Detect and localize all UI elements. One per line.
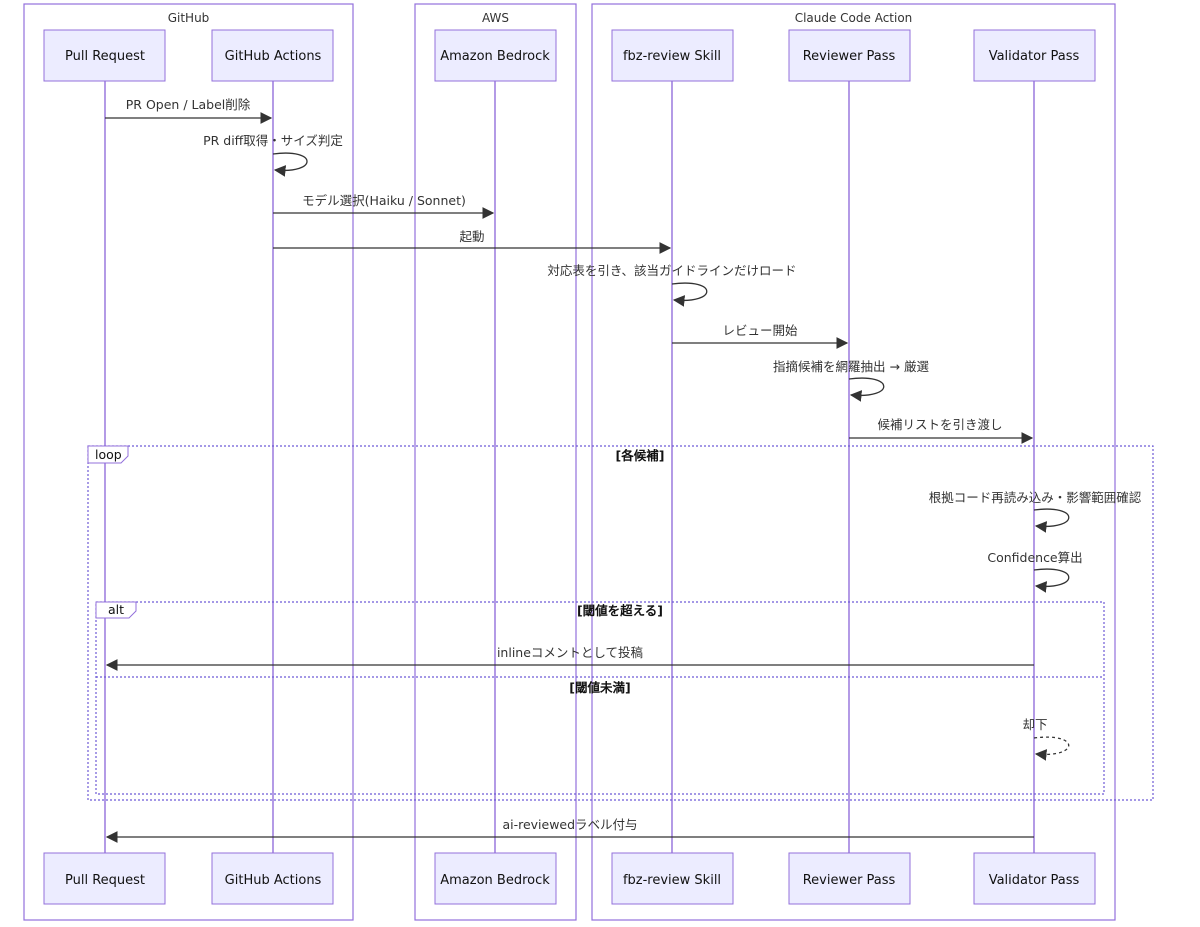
message-label: PR diff取得・サイズ判定	[203, 133, 343, 148]
group-label-claude-code-action: Claude Code Action	[795, 11, 913, 25]
message-9-self: 根拠コード再読み込み・影響範囲確認	[929, 490, 1142, 533]
message-5-self: 対応表を引き、該当ガイドラインだけロード	[547, 263, 797, 307]
message-7-self: 指摘候補を網羅抽出 → 厳選	[773, 359, 929, 402]
group-aws: AWS	[414, 3, 577, 921]
message-label: 候補リストを引き渡し	[877, 417, 1002, 432]
actor-label: Pull Request	[65, 49, 145, 64]
message-label: PR Open / Label削除	[126, 97, 251, 112]
actor-reviewer-pass: Reviewer Pass	[788, 29, 911, 82]
message-label: Confidence算出	[987, 550, 1082, 565]
actor-pull-request-bottom: Pull Request	[43, 852, 166, 905]
actor-label: Validator Pass	[989, 873, 1080, 888]
actor-label: Amazon Bedrock	[440, 873, 550, 888]
actor-github-actions-bottom: GitHub Actions	[211, 852, 334, 905]
message-arrow	[1033, 508, 1070, 533]
actors-bottom: Pull Request GitHub Actions Amazon Bedro…	[43, 852, 1096, 905]
message-label: 却下	[1022, 717, 1047, 732]
alt-frame-else-condition: [閾値未満]	[569, 680, 630, 695]
group-label-aws: AWS	[482, 11, 509, 25]
message-arrow	[1033, 568, 1070, 593]
actor-label: Reviewer Pass	[803, 873, 896, 888]
message-arrow	[272, 152, 308, 177]
actor-fbz-review-skill: fbz-review Skill	[611, 29, 734, 82]
alt-frame: alt [閾値を超える] [閾値未満]	[95, 601, 1105, 795]
message-label: 根拠コード再読み込み・影響範囲確認	[929, 490, 1142, 505]
lifelines	[104, 81, 1035, 853]
message-arrow	[671, 282, 708, 307]
message-1: PR Open / Label削除	[105, 97, 273, 124]
actor-amazon-bedrock-bottom: Amazon Bedrock	[434, 852, 557, 905]
group-label-github: GitHub	[168, 11, 210, 25]
actor-label: fbz-review Skill	[623, 873, 721, 888]
message-3: モデル選択(Haiku / Sonnet)	[273, 193, 495, 219]
message-label: 対応表を引き、該当ガイドラインだけロード	[547, 263, 796, 278]
actor-validator-pass-bottom: Validator Pass	[973, 852, 1096, 905]
message-8: 候補リストを引き渡し	[849, 417, 1034, 444]
message-4: 起動	[273, 229, 672, 254]
message-label: ai-reviewedラベル付与	[502, 817, 637, 832]
actor-label: GitHub Actions	[225, 873, 322, 888]
loop-frame-tag: loop	[95, 447, 122, 462]
actor-label: Amazon Bedrock	[440, 49, 550, 64]
message-label: 指摘候補を網羅抽出 → 厳選	[773, 359, 929, 374]
message-2-self: PR diff取得・サイズ判定	[203, 133, 343, 177]
alt-frame-condition: [閾値を超える]	[577, 603, 663, 618]
actor-pull-request: Pull Request	[43, 29, 166, 82]
actor-validator-pass: Validator Pass	[973, 29, 1096, 82]
actor-label: Validator Pass	[989, 49, 1080, 64]
actor-amazon-bedrock: Amazon Bedrock	[434, 29, 557, 82]
message-label: 起動	[459, 229, 484, 244]
message-label: レビュー開始	[722, 323, 798, 338]
actor-label: Reviewer Pass	[803, 49, 896, 64]
actor-fbz-review-skill-bottom: fbz-review Skill	[611, 852, 734, 905]
actor-label: Pull Request	[65, 873, 145, 888]
alt-frame-tag: alt	[108, 602, 124, 617]
message-label: inlineコメントとして投稿	[497, 645, 643, 660]
loop-frame-condition: [各候補]	[616, 448, 665, 463]
group-claude-code-action: Claude Code Action	[591, 3, 1116, 921]
group-github: GitHub	[23, 3, 354, 921]
message-arrow	[1033, 736, 1070, 761]
loop-frame: loop [各候補]	[87, 445, 1154, 801]
message-6: レビュー開始	[672, 323, 849, 349]
message-13: ai-reviewedラベル付与	[105, 817, 1034, 843]
message-12-self-dashed: 却下	[1022, 717, 1070, 761]
actor-github-actions: GitHub Actions	[211, 29, 334, 82]
message-10-self: Confidence算出	[987, 550, 1083, 593]
actors-top: Pull Request GitHub Actions Amazon Bedro…	[43, 29, 1096, 82]
actor-label: GitHub Actions	[225, 49, 322, 64]
actor-reviewer-pass-bottom: Reviewer Pass	[788, 852, 911, 905]
actor-label: fbz-review Skill	[623, 49, 721, 64]
message-label: モデル選択(Haiku / Sonnet)	[302, 193, 466, 208]
message-11: inlineコメントとして投稿	[105, 645, 1034, 671]
message-arrow	[848, 377, 885, 402]
